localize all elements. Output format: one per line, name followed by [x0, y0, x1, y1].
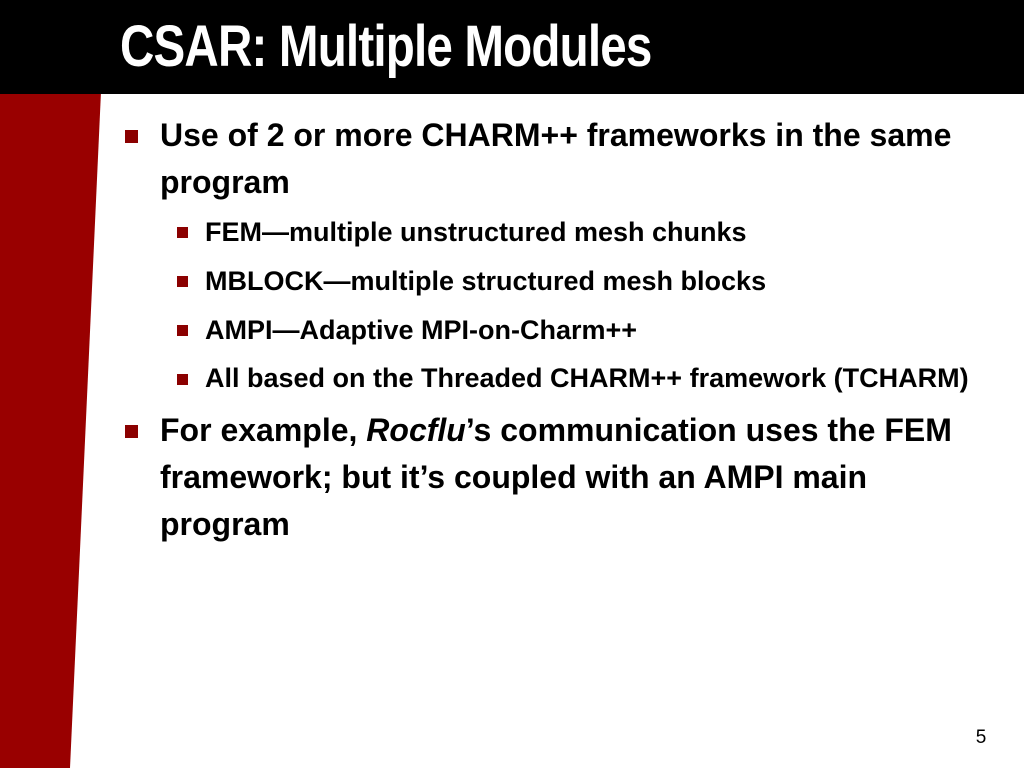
square-bullet-icon [177, 227, 188, 238]
square-bullet-icon [177, 276, 188, 287]
slide-body: Use of 2 or more CHARM++ frameworks in t… [120, 112, 1000, 554]
title-bar [0, 0, 1024, 94]
sub-bullet-list: FEM—multiple unstructured mesh chunks MB… [120, 212, 1000, 397]
sub-bullet-item: AMPI—Adaptive MPI-on-Charm++ [120, 310, 1000, 350]
bullet-text: Use of 2 or more CHARM++ frameworks in t… [160, 117, 952, 200]
square-bullet-icon [177, 374, 188, 385]
bullet-text-prefix: For example, [160, 412, 367, 448]
sub-bullet-item: FEM—multiple unstructured mesh chunks [120, 212, 1000, 252]
sub-bullet-text: All based on the Threaded CHARM++ framew… [205, 363, 969, 393]
page-number: 5 [975, 727, 987, 748]
bullet-item: Use of 2 or more CHARM++ frameworks in t… [120, 112, 1000, 206]
bullet-item: For example, Rocflu’s communication uses… [120, 407, 1000, 548]
module-name-rocflu: Rocflu [366, 412, 466, 448]
sub-bullet-item: All based on the Threaded CHARM++ framew… [120, 359, 1000, 397]
square-bullet-icon [125, 130, 138, 143]
square-bullet-icon [125, 425, 138, 438]
bullet-text: For example, Rocflu’s communication uses… [160, 412, 952, 542]
sub-bullet-text: AMPI—Adaptive MPI-on-Charm++ [205, 315, 638, 345]
sub-bullet-text: FEM—multiple unstructured mesh chunks [205, 217, 747, 247]
slide-title: CSAR: Multiple Modules [120, 14, 652, 79]
sub-bullet-text: MBLOCK—multiple structured mesh blocks [205, 266, 767, 296]
sub-bullet-item: MBLOCK—multiple structured mesh blocks [120, 261, 1000, 301]
square-bullet-icon [177, 325, 188, 336]
bullet-text-suffix: ’s communication uses the FEM framework;… [160, 412, 952, 542]
